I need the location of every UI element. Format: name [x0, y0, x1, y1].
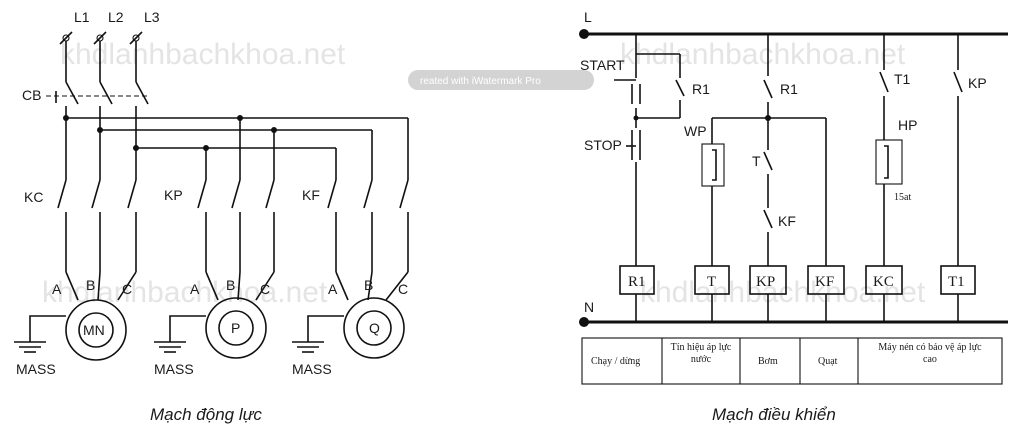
motor1-terminal-a: A — [52, 281, 62, 297]
motor-p: P — [205, 297, 267, 359]
motor2-terminal-a: A — [190, 281, 200, 297]
watermark-text-4: khdlanhbachkhoa.net — [640, 276, 926, 309]
table-cell-water-signal-wrap: Tín hiệu áp lực nước — [670, 342, 732, 365]
rail-label-n: N — [584, 299, 594, 315]
watermark-text-1: khdlanhbachkhoa.net — [60, 38, 346, 71]
contact-label-kf: KF — [778, 213, 796, 229]
motor-mn: MN — [65, 299, 127, 361]
ground-label-1: MASS — [16, 361, 56, 377]
watermark-tag: reated with iWatermark Pro — [408, 70, 594, 90]
table-cell-run-stop: Chạy / dừng — [591, 356, 640, 367]
contactor-label-kc: KC — [24, 189, 43, 205]
function-table: Chạy / dừng Tín hiệu áp lực nước Bơm Quạ… — [581, 337, 1003, 385]
coil-label-kp: KP — [756, 274, 775, 290]
coil-label-t1: T1 — [948, 274, 965, 290]
coil-label-t: T — [707, 274, 716, 290]
table-cell-compressor-wrap: Máy nén có bảo vệ áp lực cao — [878, 342, 982, 365]
contact-label-hp: HP — [898, 117, 917, 133]
coil-label-kf: KF — [815, 274, 834, 290]
motor3-terminal-c: C — [398, 281, 408, 297]
motor2-terminal-c: C — [260, 281, 270, 297]
coil-label-kc: KC — [873, 274, 894, 290]
rung-compressor: T1 HP 15at — [875, 34, 917, 266]
motor-leads — [65, 271, 409, 301]
phase-label-l1: L1 — [74, 9, 90, 25]
stop-label: STOP — [584, 137, 622, 153]
breaker-label: CB — [22, 87, 41, 103]
motor2-terminal-b: B — [226, 277, 235, 293]
watermark-text-2: khdlanhbachkhoa.net — [42, 276, 328, 309]
phase-label-l2: L2 — [108, 9, 124, 25]
power-circuit-caption: Mạch động lực — [150, 405, 262, 424]
table-cell-water-signal: Tín hiệu áp lực nước — [670, 342, 732, 365]
watermark-tag-text: reated with iWatermark Pro — [420, 76, 541, 87]
power-circuit: L1 L2 L3 CB — [14, 9, 409, 424]
table-cell-compressor: Máy nén có bảo vệ áp lực cao — [878, 342, 982, 365]
contact-label-kp: KP — [968, 75, 987, 91]
table-cell-fan: Quạt — [818, 356, 838, 367]
coil-row: R1 T KP KF KC T1 — [619, 265, 976, 322]
contact-label-r1-hold: R1 — [692, 81, 710, 97]
control-circuit-caption: Mạch điều khiển — [712, 405, 836, 424]
motor1-terminal-c: C — [122, 281, 132, 297]
power-busbars — [63, 115, 409, 180]
ground-label-2: MASS — [154, 361, 194, 377]
start-label: START — [580, 57, 625, 73]
contact-label-t1: T1 — [894, 71, 911, 87]
contactor-contacts — [57, 179, 409, 272]
motor3-terminal-b: B — [364, 277, 373, 293]
rung-timer: KP — [953, 34, 987, 266]
ground-symbols — [14, 315, 344, 353]
table-cell-pump: Bơm — [758, 356, 778, 367]
coil-label-r1: R1 — [628, 274, 646, 290]
contact-label-hp-rating: 15at — [894, 192, 911, 203]
rail-label-l: L — [584, 9, 592, 25]
contact-label-wp: WP — [684, 123, 707, 139]
contact-label-r1-pump: R1 — [780, 81, 798, 97]
motor1-terminal-b: B — [86, 277, 95, 293]
rung-water-pressure: WP — [684, 117, 768, 266]
contact-label-t: T — [752, 153, 761, 169]
motor3-terminal-a: A — [328, 281, 338, 297]
motor-label-p: P — [231, 320, 240, 336]
motor-q: Q — [343, 297, 405, 359]
control-circuit: L N START R1 STOP — [579, 9, 1008, 424]
contactor-label-kf: KF — [302, 187, 320, 203]
contactor-label-kp: KP — [164, 187, 183, 203]
circuit-breaker — [46, 81, 150, 148]
phase-label-l3: L3 — [144, 9, 160, 25]
ground-label-3: MASS — [292, 361, 332, 377]
rung-pump: R1 T KF — [752, 34, 827, 266]
coil-r1 — [619, 265, 655, 295]
rung-run-stop: START R1 STOP — [580, 34, 710, 266]
motor-label-mn: MN — [83, 322, 105, 338]
motor-label-q: Q — [369, 320, 380, 336]
